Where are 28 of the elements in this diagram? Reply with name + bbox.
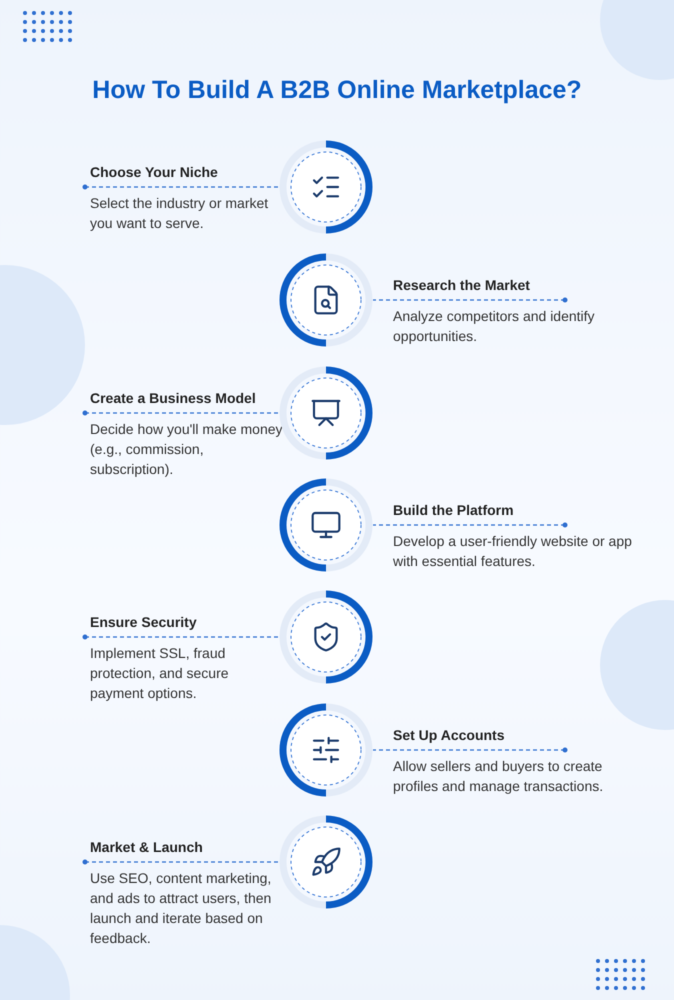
step-icon-circle (279, 140, 373, 234)
leader-line (82, 860, 279, 864)
step-description: Implement SSL, fraud protection, and secure payment options. (90, 644, 230, 703)
step-icon-circle (279, 478, 373, 572)
step-description: Allow sellers and buyers to create profiles and manage transactions. (393, 757, 604, 796)
step-icon-circle (279, 703, 373, 797)
step-heading: Ensure Security (90, 613, 198, 631)
step-description: Select the industry or market you want to serve. (90, 194, 270, 233)
step-heading: Create a Business Model (90, 389, 257, 407)
leader-line (373, 522, 568, 528)
leader-line (82, 634, 279, 640)
leader-line (82, 184, 279, 190)
leader-line (82, 410, 279, 416)
leader-line (373, 298, 568, 302)
step-description: Develop a user-friendly website or app with essential features. (393, 532, 633, 571)
step-icon-circle (279, 590, 373, 684)
step-heading: Research the Market (393, 276, 531, 294)
step-heading: Build the Platform (393, 501, 515, 519)
step-heading: Set Up Accounts (393, 726, 506, 744)
step-description: Use SEO, content marketing, and ads to attract users, then launch and iterate based on feedback. (90, 869, 272, 948)
step-heading: Choose Your Niche (90, 163, 219, 181)
title: How To Build A B2B Online Marketplace? (91, 76, 583, 105)
step-icon-circle (279, 815, 373, 909)
step-heading: Market & Launch (90, 838, 204, 856)
step-description: Analyze competitors and identify opportunities. (393, 307, 596, 346)
step-description: Decide how you'll make money (e.g., commission, subscription). (90, 420, 284, 479)
leader-line (373, 748, 568, 752)
step-icon-circle (279, 253, 373, 347)
